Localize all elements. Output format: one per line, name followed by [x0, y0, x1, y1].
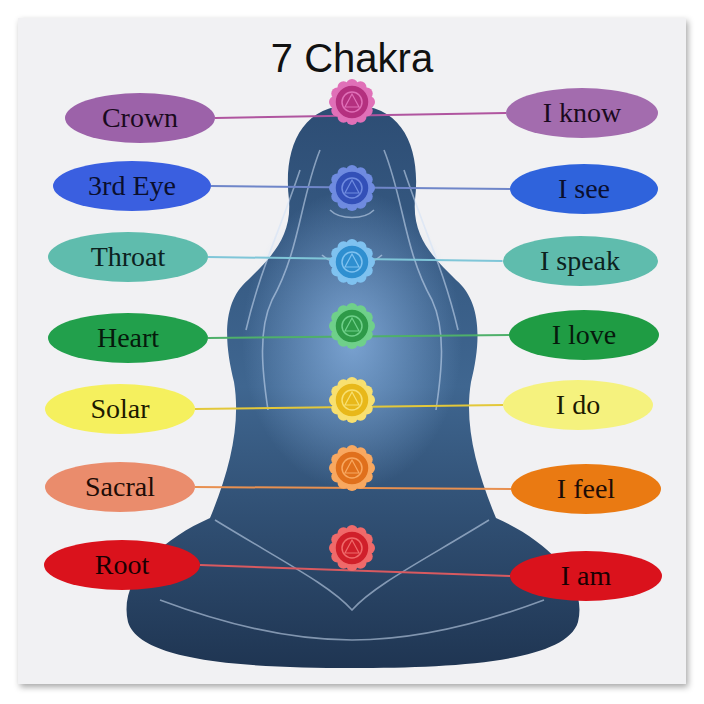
chakra-triangle — [345, 254, 359, 267]
poster-ground — [18, 18, 686, 684]
oval-label: Root — [95, 551, 149, 579]
oval-label: Throat — [91, 243, 166, 271]
chakra-ring — [342, 178, 362, 198]
oval-label: I feel — [557, 475, 615, 503]
chakra-triangle — [345, 180, 359, 193]
affirmation-oval: I know — [506, 88, 658, 138]
chakra-triangle — [345, 540, 359, 553]
chakra-ring — [342, 458, 362, 478]
chakra-disc — [335, 531, 369, 565]
oval-label: I see — [558, 175, 610, 203]
chakra-disc — [335, 309, 369, 343]
chakra-name-oval: Throat — [48, 232, 208, 282]
chakra-disc — [335, 171, 369, 205]
oval-label: I love — [552, 321, 617, 349]
oval-label: I know — [543, 99, 622, 127]
chakra-ring — [342, 538, 362, 558]
chakra-ring — [342, 252, 362, 272]
poster-title: 7 Chakra — [0, 36, 704, 81]
chakra-symbol — [329, 303, 375, 349]
chakra-symbol — [329, 377, 375, 423]
oval-label: I am — [561, 562, 612, 590]
chakra-triangle — [345, 392, 359, 405]
chakra-triangle — [345, 460, 359, 473]
chakra-disc — [335, 85, 369, 119]
chakra-triangle — [345, 94, 359, 107]
hair-strokes — [160, 150, 544, 640]
oval-label: Crown — [102, 104, 178, 132]
chakra-name-oval: 3rd Eye — [53, 161, 211, 211]
chakra-ring — [342, 92, 362, 112]
chakra-name-oval: Sacral — [45, 462, 195, 512]
affirmation-oval: I see — [510, 164, 658, 214]
affirmation-oval: I am — [510, 551, 662, 601]
chakra-ring — [342, 316, 362, 336]
affirmation-oval: I do — [503, 380, 653, 430]
chakra-triangle — [345, 318, 359, 331]
affirmation-oval: I speak — [503, 236, 658, 286]
chakra-name-oval: Root — [44, 540, 200, 590]
chakra-disc — [335, 451, 369, 485]
chakra-symbol — [329, 445, 375, 491]
oval-label: Solar — [90, 395, 149, 423]
chakra-name-oval: Crown — [65, 93, 215, 143]
oval-label: Sacral — [85, 473, 155, 501]
chakra-ring — [342, 390, 362, 410]
chakra-disc — [335, 245, 369, 279]
body-glow — [242, 190, 462, 490]
chakra-disc — [335, 383, 369, 417]
chakra-symbol — [329, 525, 375, 571]
chakra-name-oval: Solar — [45, 384, 195, 434]
oval-label: Heart — [97, 324, 159, 352]
oval-label: I do — [556, 391, 600, 419]
chakra-symbol — [329, 79, 375, 125]
oval-label: 3rd Eye — [88, 172, 176, 200]
affirmation-oval: I feel — [511, 464, 661, 514]
chakra-symbol — [329, 239, 375, 285]
affirmation-oval: I love — [509, 310, 659, 360]
chakra-name-oval: Heart — [48, 313, 208, 363]
chakra-symbol — [329, 165, 375, 211]
oval-label: I speak — [540, 247, 620, 275]
